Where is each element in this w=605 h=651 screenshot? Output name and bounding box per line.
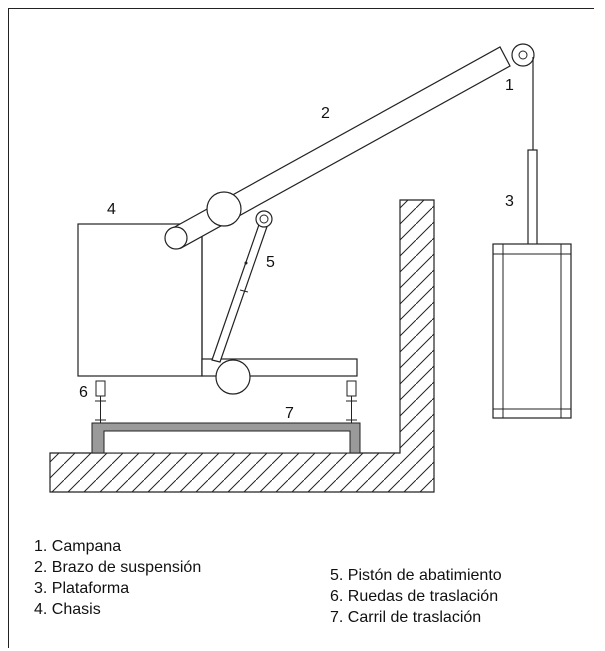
legend-item-4: 4. Chasis xyxy=(34,601,101,618)
legend-right: 5. Pistón de abatimiento 6. Ruedas de tr… xyxy=(330,565,502,628)
label-5: 5 xyxy=(266,254,275,271)
diagram-frame xyxy=(8,8,594,648)
piston xyxy=(211,215,271,363)
legend-item-7: 7. Carril de traslación xyxy=(330,609,482,626)
arm-end-pivot xyxy=(164,226,188,250)
chassis-body xyxy=(77,223,203,377)
main-pivot xyxy=(206,191,242,227)
legend-item-1: 1. Campana xyxy=(34,538,122,555)
ground-wall xyxy=(49,199,435,493)
legend-item-3: 3. Plataforma xyxy=(34,580,130,597)
base-pivot xyxy=(215,359,251,395)
platform-rod xyxy=(527,149,538,246)
label-1: 1 xyxy=(505,77,514,94)
label-3: 3 xyxy=(505,193,514,210)
rail-inner xyxy=(103,430,351,454)
label-4: 4 xyxy=(107,201,116,218)
legend-item-2: 2. Brazo de suspensión xyxy=(34,559,202,576)
label-6: 6 xyxy=(79,384,88,401)
label-7: 7 xyxy=(285,405,294,422)
wheel-right xyxy=(346,380,357,423)
label-2: 2 xyxy=(321,105,330,122)
legend-left: 1. Campana 2. Brazo de suspensión 3. Pla… xyxy=(34,536,201,620)
platform-cage xyxy=(492,243,572,419)
wheel-left xyxy=(95,380,106,423)
legend-item-6: 6. Ruedas de traslación xyxy=(330,588,499,605)
legend-item-5: 5. Pistón de abatimiento xyxy=(330,567,502,584)
